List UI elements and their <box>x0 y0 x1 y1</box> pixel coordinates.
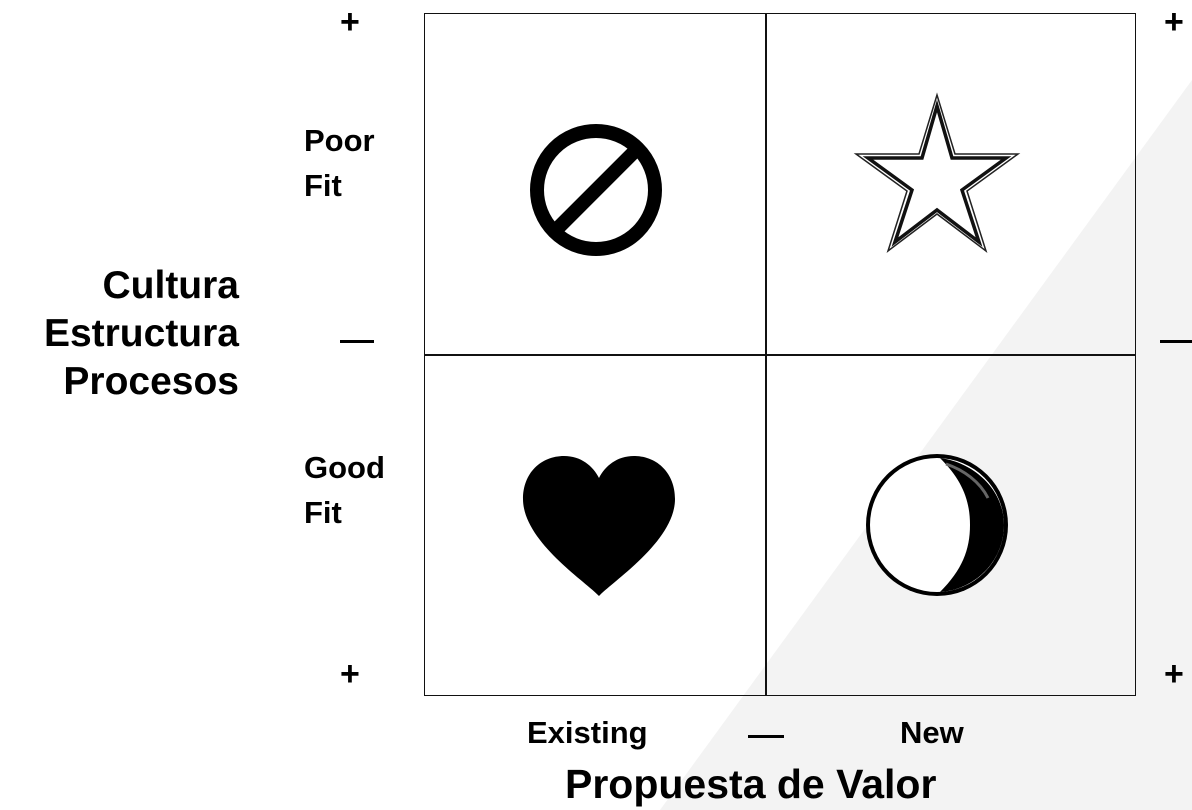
row-label-fit-bottom: Fit <box>304 495 342 530</box>
right-middle-minus <box>1160 340 1192 343</box>
prohibited-icon <box>530 124 662 256</box>
row-label-poor-fit: Poor Fit <box>304 118 375 208</box>
y-axis-title: Cultura Estructura Procesos <box>44 262 239 406</box>
left-middle-minus <box>340 340 374 343</box>
x-axis-title: Propuesta de Valor <box>565 761 937 807</box>
row-label-fit-top: Fit <box>304 168 342 203</box>
row-label-poor: Poor <box>304 123 375 158</box>
column-label-new: New <box>900 715 964 750</box>
y-axis-title-estructura: Estructura <box>43 312 239 355</box>
y-axis-title-procesos: Procesos <box>63 360 239 403</box>
y-axis-title-cultura: Cultura <box>102 264 240 307</box>
column-label-existing: Existing <box>527 715 648 750</box>
row-label-good-fit: Good Fit <box>304 445 385 535</box>
right-bottom-plus: + <box>1164 655 1184 693</box>
left-top-plus: + <box>340 3 360 41</box>
row-label-good: Good <box>304 450 385 485</box>
left-bottom-plus: + <box>340 655 360 693</box>
star-icon <box>853 92 1021 254</box>
crescent-moon-icon <box>866 454 1008 596</box>
right-top-plus: + <box>1164 3 1184 41</box>
heart-icon <box>523 456 675 596</box>
horizontal-divider <box>424 354 1136 356</box>
bottom-middle-minus <box>748 735 784 738</box>
